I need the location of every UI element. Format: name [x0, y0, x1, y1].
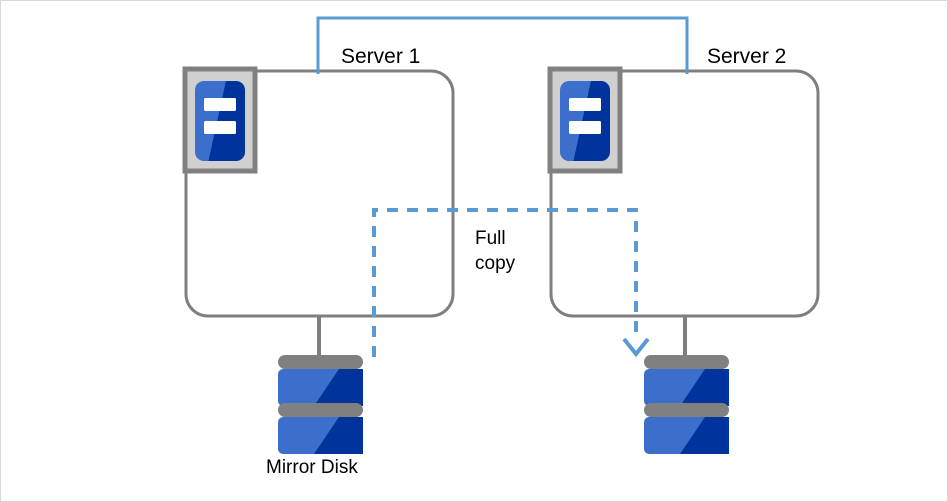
server-interconnect-line	[316, 16, 689, 74]
mirror-disk-label: Mirror Disk	[266, 457, 358, 478]
disk-stack-icon	[278, 355, 363, 454]
full-copy-dashed-path	[372, 208, 650, 358]
down-arrow-icon	[622, 337, 650, 358]
server-1-label: Server 1	[341, 45, 421, 68]
disk-stack-icon	[644, 355, 729, 454]
full-copy-label-line1: Full	[475, 228, 506, 249]
server-icon	[182, 66, 258, 174]
server-2-label: Server 2	[707, 45, 787, 68]
server-icon	[547, 66, 623, 174]
full-copy-label-line2: copy	[475, 253, 516, 274]
